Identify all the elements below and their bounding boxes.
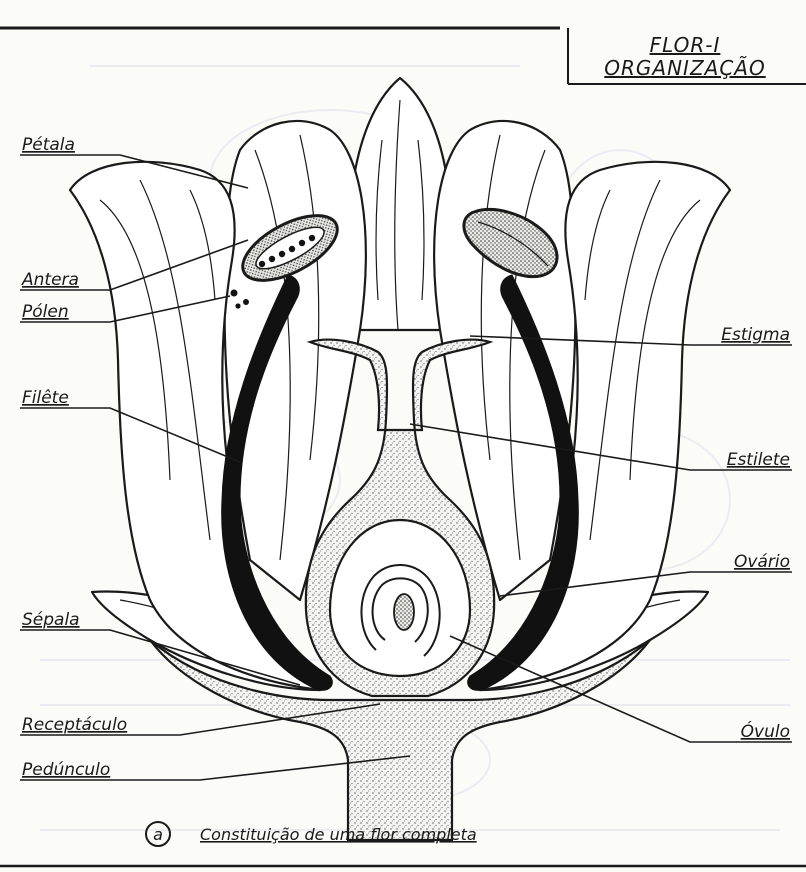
title-line-1: FLOR-I — [650, 33, 721, 57]
label-ovulo: Óvulo — [741, 720, 790, 742]
label-receptaculo: Receptáculo — [22, 715, 127, 735]
title-line-2: ORGANIZAÇÃO — [604, 56, 765, 80]
label-petala: Pétala — [22, 135, 75, 155]
label-filete: Filête — [22, 388, 69, 408]
label-antera: Antera — [21, 270, 79, 290]
label-polen: Pólen — [22, 302, 69, 322]
caption-text: Constituição de uma flor completa — [200, 825, 477, 844]
caption-marker: a — [153, 825, 163, 844]
label-estigma: Estigma — [721, 325, 790, 345]
label-pedunculo: Pedúnculo — [22, 760, 110, 780]
label-estilete: Estilete — [727, 450, 790, 470]
label-ovario: Ovário — [734, 552, 790, 572]
label-sepala: Sépala — [22, 610, 80, 630]
ovule-nucellus — [394, 594, 414, 630]
